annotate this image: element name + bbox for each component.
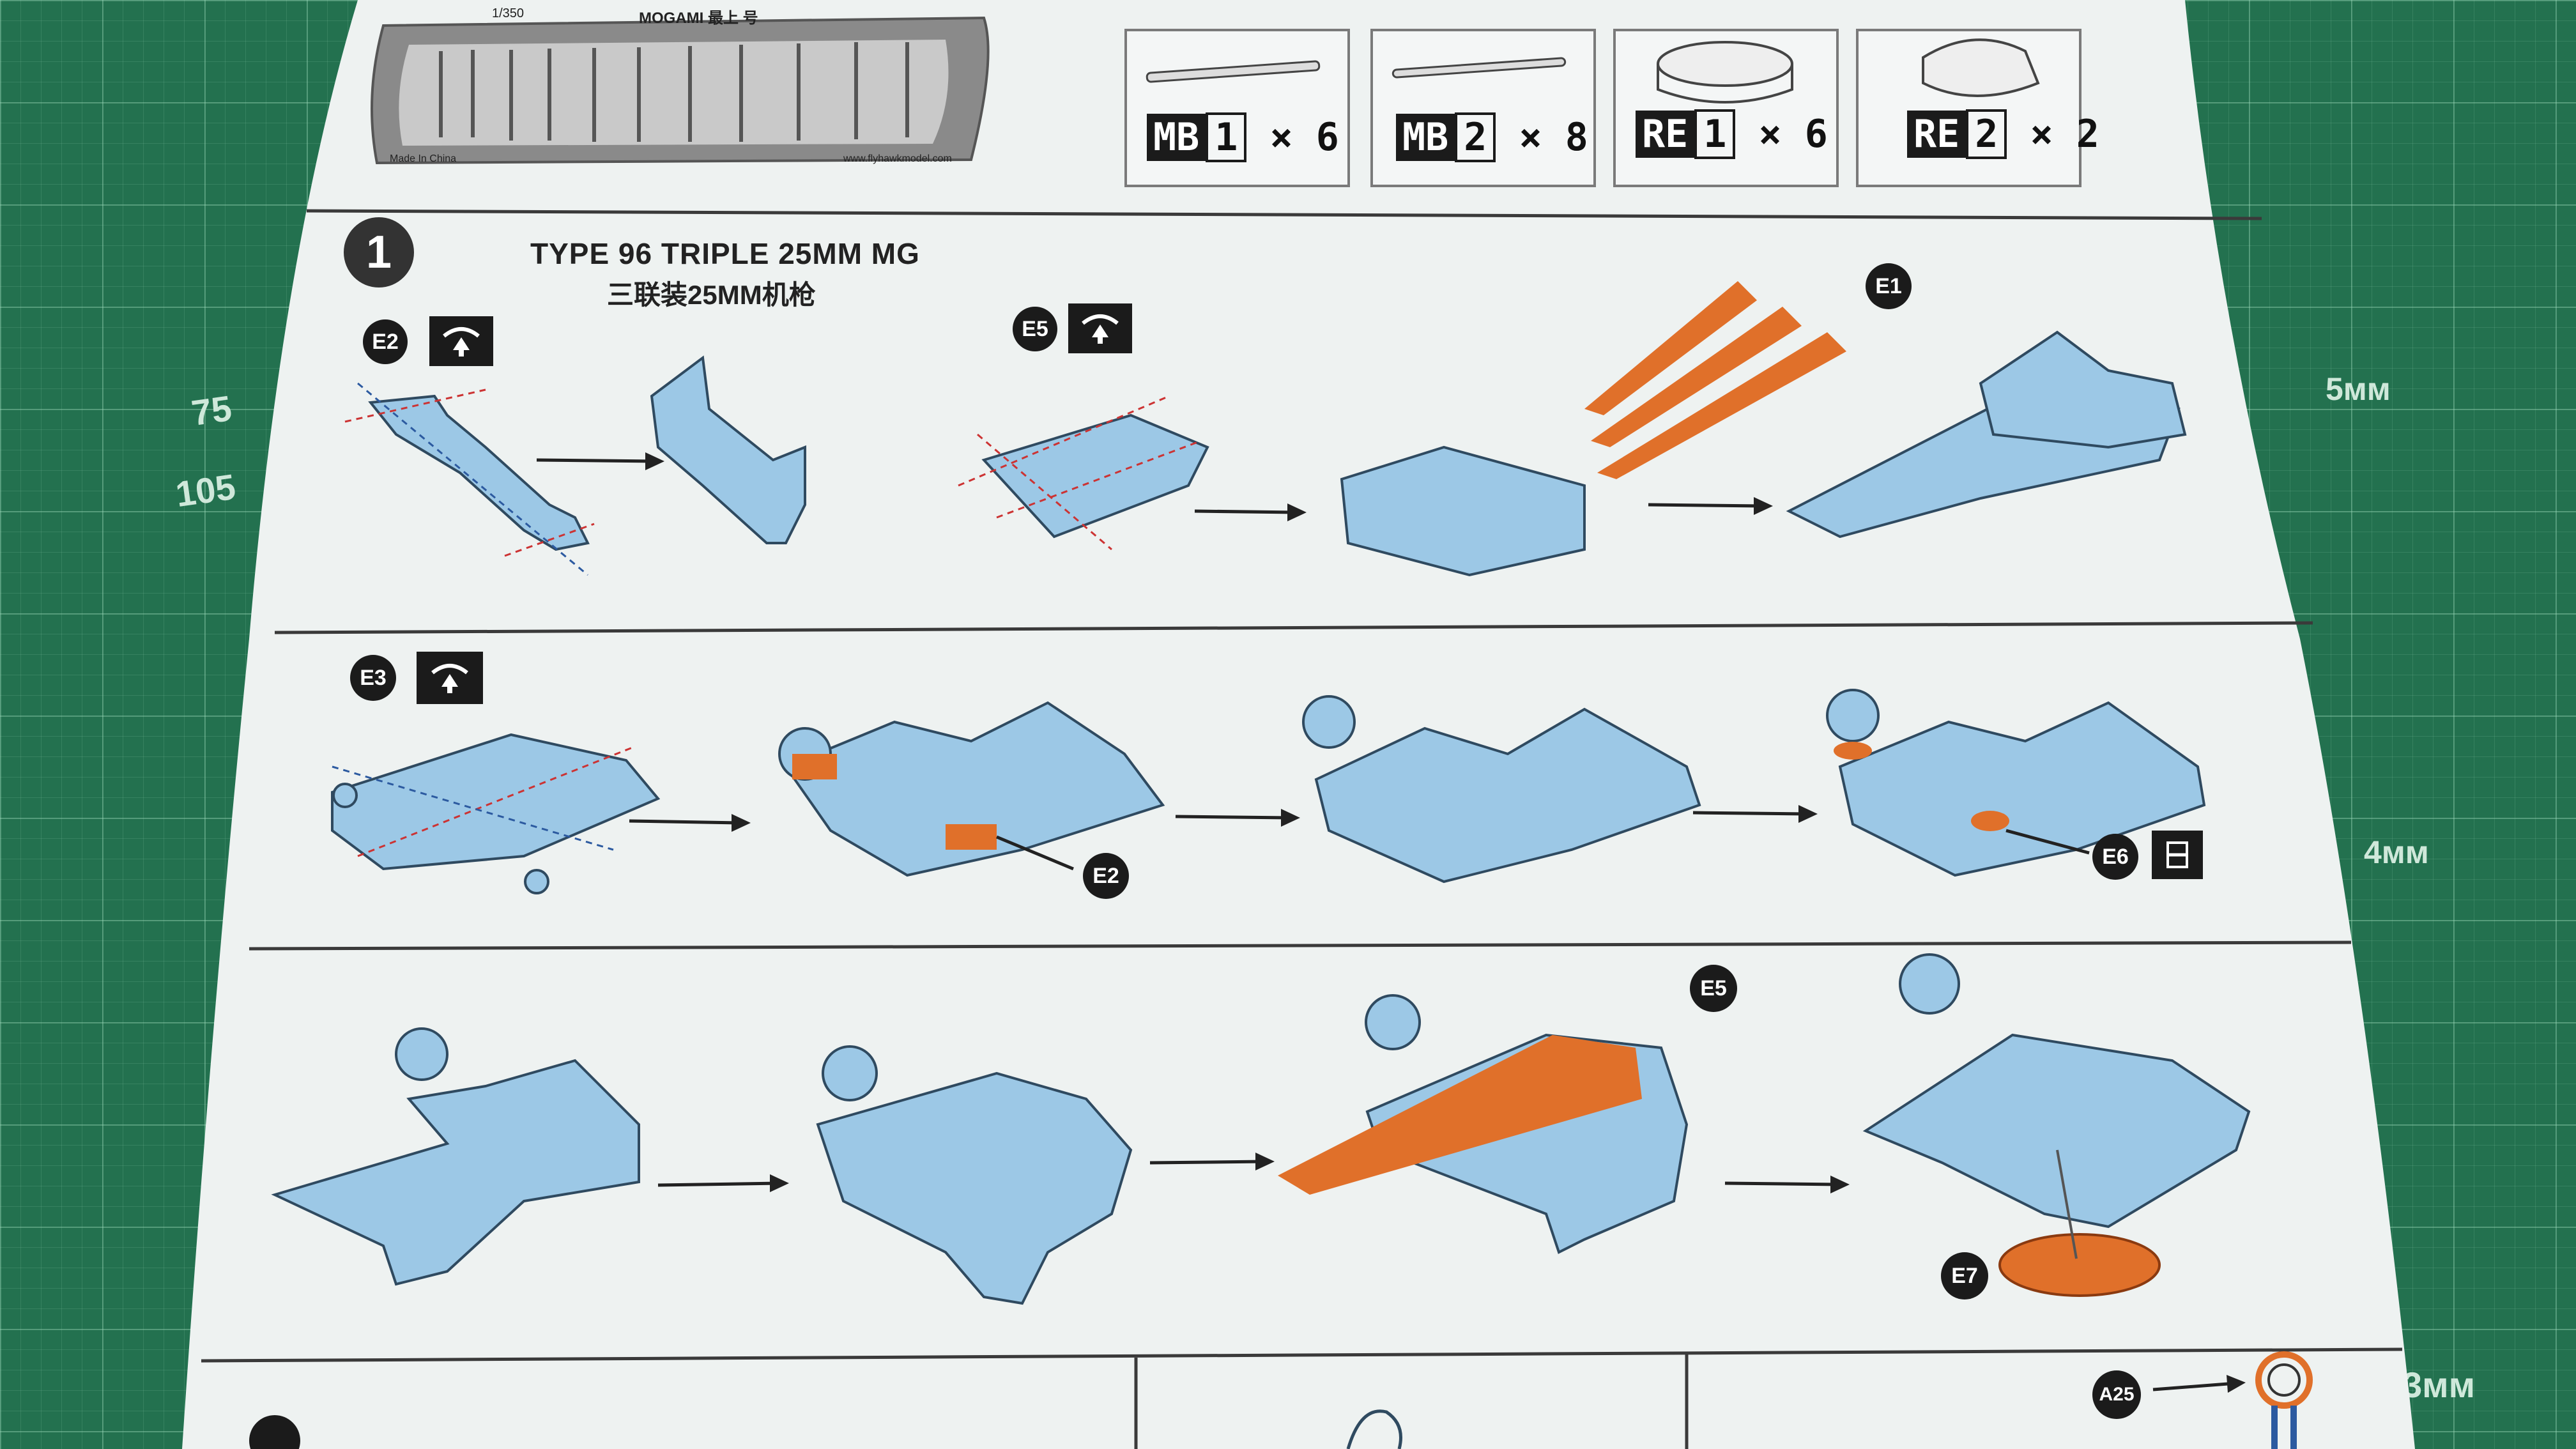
mb1-barrel-icon <box>1147 61 1319 82</box>
callout-e6: E6 <box>2092 834 2138 880</box>
callout-a25: A25 <box>2092 1370 2141 1419</box>
callout-e2-top: E2 <box>363 319 408 364</box>
re1-disc-icon <box>1658 42 1792 102</box>
part-illustrations <box>0 0 2576 211</box>
callout-e1: E1 <box>1866 263 1912 309</box>
callout-e2-mid: E2 <box>1083 853 1129 899</box>
step-title-cn: 三联装25MM机枪 <box>607 273 816 312</box>
mat-size-3mm: 3мм <box>2402 1364 2475 1406</box>
bend-icon-e6 <box>2152 831 2203 879</box>
fold-up-icon-e2 <box>429 316 493 366</box>
callout-e3: E3 <box>350 655 396 701</box>
ruler-label-105: 105 <box>173 466 238 515</box>
fold-up-icon-e5 <box>1068 303 1132 353</box>
callout-e5-bottom: E5 <box>1690 965 1737 1012</box>
mb2-barrel-icon <box>1393 58 1565 78</box>
callout-e5-top: E5 <box>1013 307 1057 351</box>
step-title-en: TYPE 96 TRIPLE 25MM MG <box>530 236 920 271</box>
mat-size-4mm: 4мм <box>2364 834 2429 871</box>
mat-size-5mm: 5мм <box>2326 371 2391 408</box>
ruler-label-75: 75 <box>189 387 234 434</box>
re2-dome-icon <box>1923 40 2038 96</box>
fold-up-icon-e3 <box>417 652 483 704</box>
step-number-badge: 1 <box>344 217 414 288</box>
callout-e7: E7 <box>1941 1252 1988 1300</box>
